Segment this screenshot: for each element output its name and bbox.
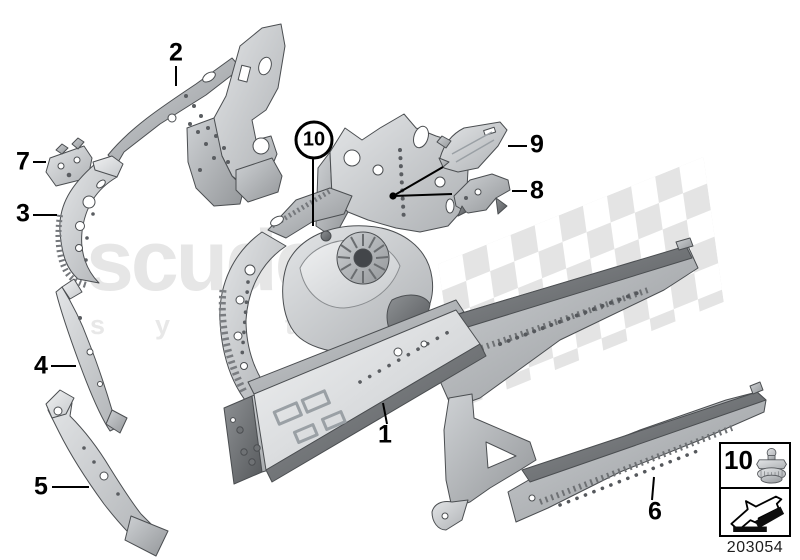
part-6-engine-support-rail[interactable] xyxy=(431,381,767,531)
plug-bolt-icon xyxy=(756,448,787,484)
callout-1[interactable]: 1 xyxy=(378,420,392,449)
part-2-front-support[interactable] xyxy=(107,23,286,207)
legend-arrow-cell xyxy=(721,489,789,535)
callout-7[interactable]: 7 xyxy=(16,147,30,176)
callout-2[interactable]: 2 xyxy=(169,38,183,67)
part-7-bracket[interactable] xyxy=(45,137,93,187)
legend-ref-cell[interactable]: 10 xyxy=(721,444,789,489)
callout-8[interactable]: 8 xyxy=(530,176,544,205)
part-1-wheelhouse-engine-support[interactable] xyxy=(218,113,699,485)
direction-arrow-icon xyxy=(730,495,785,532)
part-4-support[interactable] xyxy=(55,278,128,434)
callout-5[interactable]: 5 xyxy=(34,472,48,501)
legend-ref-label: 10 xyxy=(724,445,753,475)
callout-6[interactable]: 6 xyxy=(648,497,662,526)
part-number-label: 203054 xyxy=(726,539,784,556)
callout-4[interactable]: 4 xyxy=(34,351,48,380)
leader-lines xyxy=(33,66,655,501)
callout-9[interactable]: 9 xyxy=(530,130,544,159)
callout-3[interactable]: 3 xyxy=(16,199,30,228)
part-5-support[interactable] xyxy=(45,389,169,557)
callout-10-circle[interactable]: 10 xyxy=(294,120,334,160)
part-3-wheelhouse-front[interactable] xyxy=(55,155,124,288)
part-8-bracket[interactable] xyxy=(453,173,511,217)
part-9-cover-plate[interactable] xyxy=(436,121,508,173)
legend-panel: 10 xyxy=(719,442,791,537)
